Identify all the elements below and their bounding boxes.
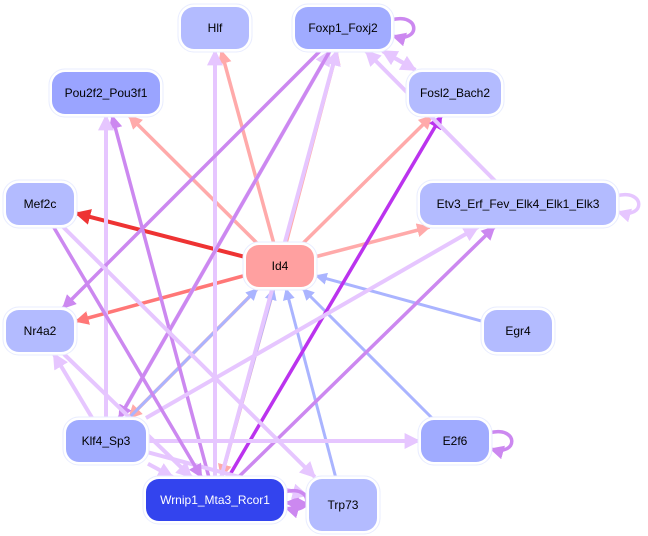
node-foxp1-foxj2[interactable]: Foxp1_Foxj2	[291, 3, 395, 53]
edge-klf4_sp3-to-nr4a2	[52, 352, 94, 420]
edge-id4-to-mef2c	[74, 209, 245, 259]
edge-klf4_sp3-to-wrnip1	[147, 461, 174, 479]
edge-fosl2_bach2-to-foxp1_foxj2	[381, 49, 417, 72]
node-box[interactable]	[409, 72, 501, 114]
node-label: Nr4a2	[24, 324, 57, 338]
node-pou2f2-pou3f1[interactable]: Pou2f2_Pou3f1	[48, 68, 164, 118]
node-fosl2-bach2[interactable]: Fosl2_Bach2	[405, 68, 505, 118]
node-label: Foxp1_Foxj2	[308, 21, 378, 35]
node-box[interactable]	[6, 310, 74, 352]
self-loop-foxp1_foxj2	[390, 16, 416, 47]
edge-id4-to-etv3	[315, 223, 432, 259]
self-loop-e2f6	[488, 429, 514, 460]
node-egr4[interactable]: Egr4	[480, 306, 556, 356]
edge-mef2c-to-wrnip1	[52, 226, 203, 479]
node-wrnip1[interactable]: Wrnip1_Mta3_Rcor1	[142, 475, 288, 525]
node-box[interactable]	[146, 479, 284, 521]
node-label: Etv3_Erf_Fev_Elk4_Elk1_Elk3	[437, 197, 600, 211]
self-loop-etv3	[615, 192, 641, 223]
edge-foxp1_foxj2-to-klf4_sp3	[117, 50, 332, 420]
edge-wrnip1-to-etv3	[237, 225, 496, 479]
node-label: Egr4	[505, 324, 531, 338]
node-box[interactable]	[295, 7, 391, 49]
node-nr4a2[interactable]: Nr4a2	[2, 306, 78, 356]
edges-layer	[52, 16, 641, 519]
edge-mef2c-to-trp73	[61, 225, 317, 479]
node-hlf[interactable]: Hlf	[177, 3, 253, 53]
edge-klf4_sp3-to-etv3	[144, 225, 480, 420]
node-box[interactable]	[309, 479, 377, 531]
node-box[interactable]	[484, 310, 552, 352]
node-e2f6[interactable]: E2f6	[417, 416, 493, 466]
node-etv3[interactable]: Etv3_Erf_Fev_Elk4_Elk1_Elk3	[416, 179, 620, 229]
node-label: Trp73	[328, 498, 359, 512]
edge-nr4a2-to-wrnip1	[62, 352, 193, 479]
edge-wrnip1-to-fosl2_bach2	[227, 114, 443, 478]
edge-e2f6-to-id4	[301, 287, 434, 420]
node-box[interactable]	[420, 183, 616, 225]
edge-foxp1_foxj2-to-nr4a2	[61, 49, 322, 310]
node-label: Wrnip1_Mta3_Rcor1	[160, 493, 270, 507]
edge-trp73-to-id4	[283, 287, 338, 478]
node-label: Fosl2_Bach2	[420, 86, 490, 100]
node-id4[interactable]: Id4	[242, 241, 318, 291]
node-box[interactable]	[246, 245, 314, 287]
node-box[interactable]	[181, 7, 249, 49]
edge-id4-to-hlf	[217, 49, 276, 244]
node-box[interactable]	[66, 420, 146, 462]
node-label: Hlf	[208, 21, 223, 35]
node-box[interactable]	[52, 72, 160, 114]
node-label: Mef2c	[24, 197, 57, 211]
edge-trp73-to-wrnip1	[284, 496, 308, 511]
edge-wrnip1-to-pou2f2_pou3f1	[108, 114, 211, 478]
node-trp73[interactable]: Trp73	[305, 475, 381, 535]
node-label: Pou2f2_Pou3f1	[65, 86, 148, 100]
node-label: Klf4_Sp3	[82, 434, 131, 448]
node-box[interactable]	[421, 420, 489, 462]
node-label: E2f6	[443, 434, 468, 448]
node-mef2c[interactable]: Mef2c	[2, 179, 78, 229]
edge-egr4-to-id4	[314, 272, 483, 323]
node-label: Id4	[272, 259, 289, 273]
edge-id4-to-fosl2_bach2	[302, 114, 433, 245]
node-klf4-sp3[interactable]: Klf4_Sp3	[62, 416, 150, 466]
node-box[interactable]	[6, 183, 74, 225]
